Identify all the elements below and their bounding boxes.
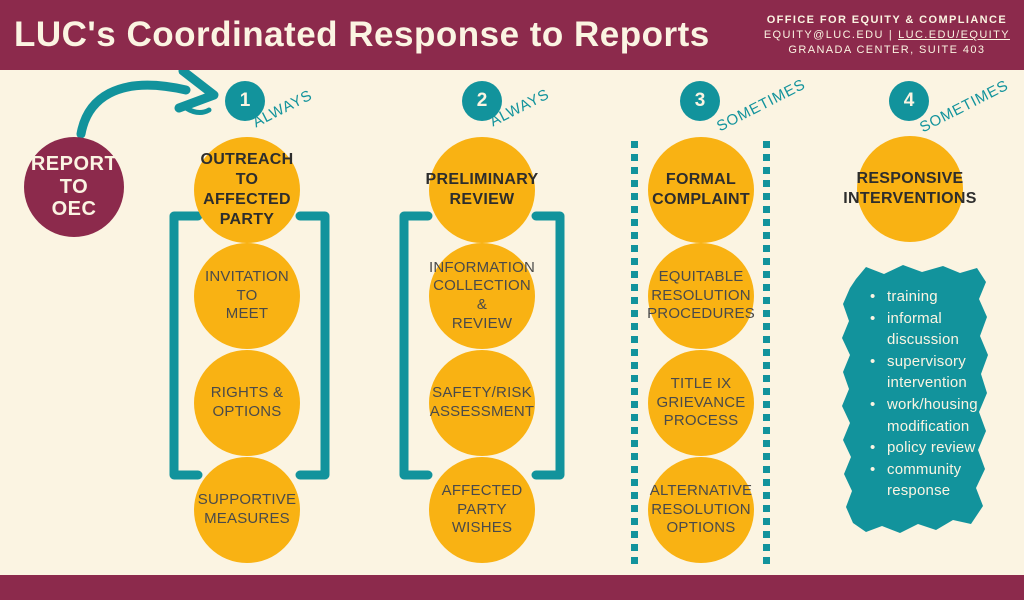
step-label: RIGHTS & OPTIONS [210, 384, 284, 420]
header-bar: LUC's Coordinated Response to Reports OF… [0, 0, 1024, 70]
address-text: GRANADA CENTER, SUITE 403 [788, 44, 986, 56]
step-circle: EQUITABLE RESOLUTION PROCEDURES [647, 243, 755, 349]
badge-number: 3 [694, 90, 706, 111]
step-number-badge-4: 4 [889, 81, 929, 121]
dotted-line [763, 141, 770, 564]
heading-circle-formal-complaint: FORMAL COMPLAINT [648, 137, 754, 243]
footer-bar [0, 575, 1024, 600]
list-item: community response [868, 459, 978, 502]
step-label: EQUITABLE RESOLUTION PROCEDURES [647, 267, 755, 323]
step-label: SAFETY/RISK ASSESSMENT [429, 384, 535, 420]
contact-line: EQUITY@LUC.EDU | LUC.EDU/EQUITY [764, 29, 1010, 41]
heading-label: PRELIMINARY REVIEW [425, 171, 539, 208]
curved-arrow-icon [76, 66, 219, 139]
step-circle: INVITATION TO MEET [194, 243, 300, 349]
heading-circle-responsive-interventions: RESPONSIVE INTERVENTIONS [843, 136, 976, 242]
step-label: SUPPORTIVE MEASURES [197, 491, 297, 527]
step-number-badge-3: 3 [680, 81, 720, 121]
badge-number: 4 [903, 90, 915, 111]
step-label: AFFECTED PARTY WISHES [441, 481, 523, 537]
list-item: policy review [868, 437, 978, 459]
step-circle: INFORMATION COLLECTION & REVIEW [429, 243, 535, 349]
heading-label: FORMAL COMPLAINT [652, 171, 750, 208]
list-item: work/housing modification [868, 394, 978, 437]
step-label: ALTERNATIVE RESOLUTION OPTIONS [649, 481, 753, 537]
heading-circle-outreach: OUTREACH TO AFFECTED PARTY [194, 137, 300, 243]
step-label: TITLE IX GRIEVANCE PROCESS [656, 374, 746, 430]
dotted-line [631, 141, 638, 564]
step-label: INFORMATION COLLECTION & REVIEW [428, 258, 536, 332]
step-number-badge-1: 1 [225, 81, 265, 121]
heading-circle-preliminary-review: PRELIMINARY REVIEW [426, 137, 538, 243]
org-name: OFFICE FOR EQUITY & COMPLIANCE [766, 14, 1008, 26]
equity-url-link[interactable]: LUC.EDU/EQUITY [898, 29, 1010, 41]
step-circle: RIGHTS & OPTIONS [194, 350, 300, 456]
report-to-oec-badge: REPORT TO OEC [24, 137, 124, 237]
step-circle: TITLE IX GRIEVANCE PROCESS [648, 350, 754, 456]
page-title: LUC's Coordinated Response to Reports [14, 15, 710, 54]
heading-label: RESPONSIVE INTERVENTIONS [843, 170, 977, 207]
email-text: EQUITY@LUC.EDU [763, 29, 884, 41]
bracket-icon [169, 211, 330, 480]
report-badge-label: REPORT TO OEC [30, 153, 118, 221]
badge-number: 1 [239, 90, 251, 111]
list-item: supervisory intervention [868, 351, 978, 394]
list-item: training [868, 286, 978, 308]
heading-label: OUTREACH TO AFFECTED PARTY [200, 151, 294, 228]
interventions-list: training informal discussion supervisory… [868, 286, 978, 502]
pipe-separator: | [888, 29, 894, 41]
badge-number: 2 [476, 90, 488, 111]
header-contact-block: OFFICE FOR EQUITY & COMPLIANCE EQUITY@LU… [764, 14, 1012, 56]
step-circle: AFFECTED PARTY WISHES [429, 457, 535, 563]
list-item: informal discussion [868, 308, 978, 351]
step-label: INVITATION TO MEET [205, 267, 289, 323]
step-number-badge-2: 2 [462, 81, 502, 121]
step-circle: ALTERNATIVE RESOLUTION OPTIONS [648, 457, 754, 563]
bracket-icon [399, 211, 565, 480]
step-circle: SAFETY/RISK ASSESSMENT [429, 350, 535, 456]
step-circle: SUPPORTIVE MEASURES [194, 457, 300, 563]
